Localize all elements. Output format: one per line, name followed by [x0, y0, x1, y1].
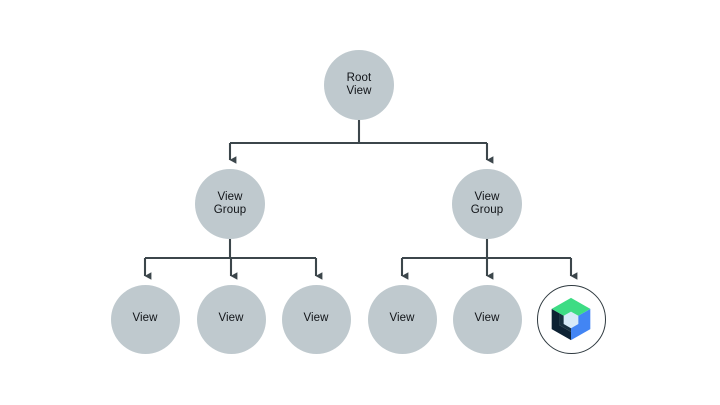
node-view-5[interactable]: View: [452, 284, 522, 354]
node-view-1-label: View: [132, 312, 158, 325]
compose-logo-left-face: [551, 308, 571, 341]
node-view-2-label: View: [218, 312, 244, 325]
jetpack-compose-logo: [551, 297, 591, 341]
compose-logo-right-face: [571, 308, 591, 341]
node-view-4[interactable]: View: [367, 284, 437, 354]
node-root-view[interactable]: Root View: [324, 50, 394, 120]
node-view-group-left-label: View Group: [213, 190, 247, 217]
node-view-3[interactable]: View: [281, 284, 351, 354]
node-compose[interactable]: [536, 284, 606, 354]
node-view-3-label: View: [303, 312, 329, 325]
compose-logo-center-hex: [563, 311, 579, 329]
node-view-group-right[interactable]: View Group: [452, 169, 522, 239]
node-view-5-label: View: [474, 312, 500, 325]
node-view-1[interactable]: View: [110, 284, 180, 354]
node-root-view-label: Root View: [346, 71, 372, 98]
node-view-2[interactable]: View: [196, 284, 266, 354]
node-view-4-label: View: [389, 312, 415, 325]
node-view-group-right-label: View Group: [470, 190, 504, 217]
compose-logo-top-face: [551, 297, 591, 320]
node-view-group-left[interactable]: View Group: [195, 169, 265, 239]
